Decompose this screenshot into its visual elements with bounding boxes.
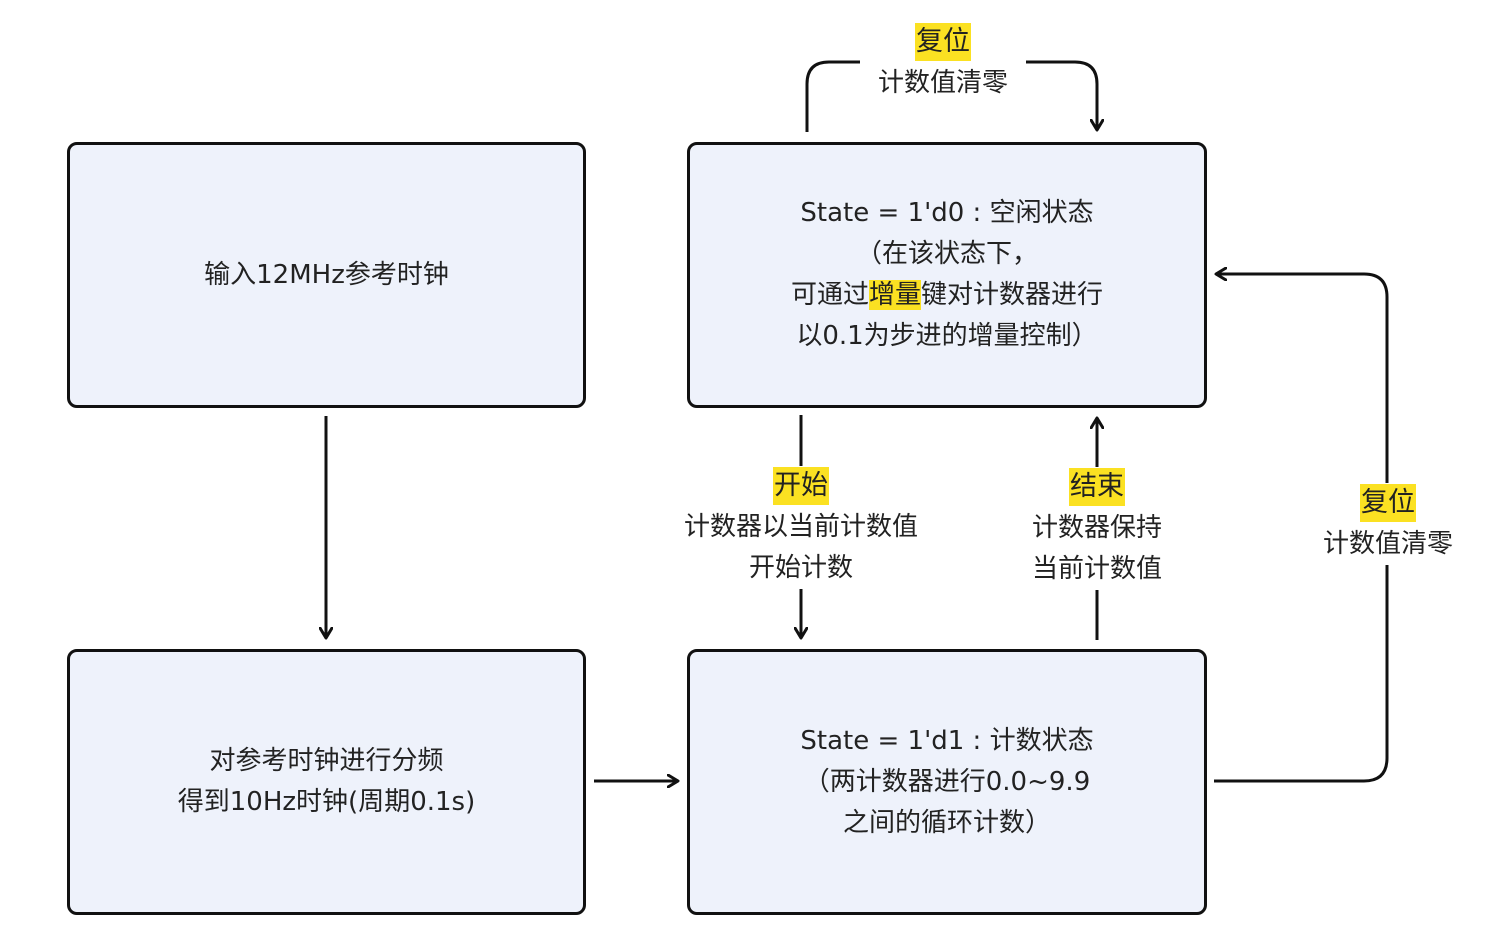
end-label: 结束 计数器保持 当前计数值 bbox=[1020, 467, 1174, 590]
end-desc-line-2: 当前计数值 bbox=[1031, 554, 1162, 584]
reset-right-desc: 计数值清零 bbox=[1322, 529, 1453, 559]
start-desc-line-2: 开始计数 bbox=[748, 553, 853, 583]
reset-top-desc: 计数值清零 bbox=[877, 68, 1008, 98]
start-desc-line-1: 计数器以当前计数值 bbox=[683, 512, 918, 542]
input-clock-text: 输入12MHz参考时钟 bbox=[204, 259, 449, 290]
idle-state-desc-line-1: （在该状态下， bbox=[855, 239, 1038, 269]
reset-top-title: 复位 bbox=[915, 23, 971, 61]
start-label: 开始 计数器以当前计数值 开始计数 bbox=[670, 466, 932, 589]
idle-state-title: State = 1'd0 : 空闲状态 bbox=[800, 198, 1094, 228]
idle-state-desc-line-3: 以0.1为步进的增量控制） bbox=[796, 321, 1098, 351]
reset-right-title: 复位 bbox=[1360, 484, 1416, 522]
clock-divider-box: 对参考时钟进行分频 得到10Hz时钟(周期0.1s) bbox=[67, 649, 586, 915]
idle-desc-prefix: 可通过 bbox=[790, 280, 869, 310]
increment-key-highlight: 增量 bbox=[868, 280, 921, 310]
end-title: 结束 bbox=[1069, 468, 1125, 506]
start-title: 开始 bbox=[773, 467, 829, 505]
counting-state-desc-line-1: （两计数器进行0.0~9.9 bbox=[803, 766, 1091, 797]
counting-state-desc-line-2: 之间的循环计数） bbox=[842, 807, 1051, 838]
counting-state-title: State = 1'd1 : 计数状态 bbox=[800, 725, 1094, 756]
end-desc-line-1: 计数器保持 bbox=[1031, 513, 1162, 543]
input-clock-box: 输入12MHz参考时钟 bbox=[67, 142, 586, 408]
idle-desc-suffix: 键对计数器进行 bbox=[921, 280, 1104, 310]
idle-state-box: State = 1'd0 : 空闲状态 （在该状态下， 可通过增量键对计数器进行… bbox=[687, 142, 1207, 408]
idle-state-desc-line-2: 可通过增量键对计数器进行 bbox=[791, 275, 1103, 316]
reset-top-label: 复位 计数值清零 bbox=[860, 22, 1026, 104]
divider-text-line-1: 对参考时钟进行分频 bbox=[209, 746, 444, 776]
divider-text-line-2: 得到10Hz时钟(周期0.1s) bbox=[177, 787, 476, 817]
counting-state-box: State = 1'd1 : 计数状态 （两计数器进行0.0~9.9 之间的循环… bbox=[687, 649, 1207, 915]
reset-right-label: 复位 计数值清零 bbox=[1310, 483, 1466, 565]
